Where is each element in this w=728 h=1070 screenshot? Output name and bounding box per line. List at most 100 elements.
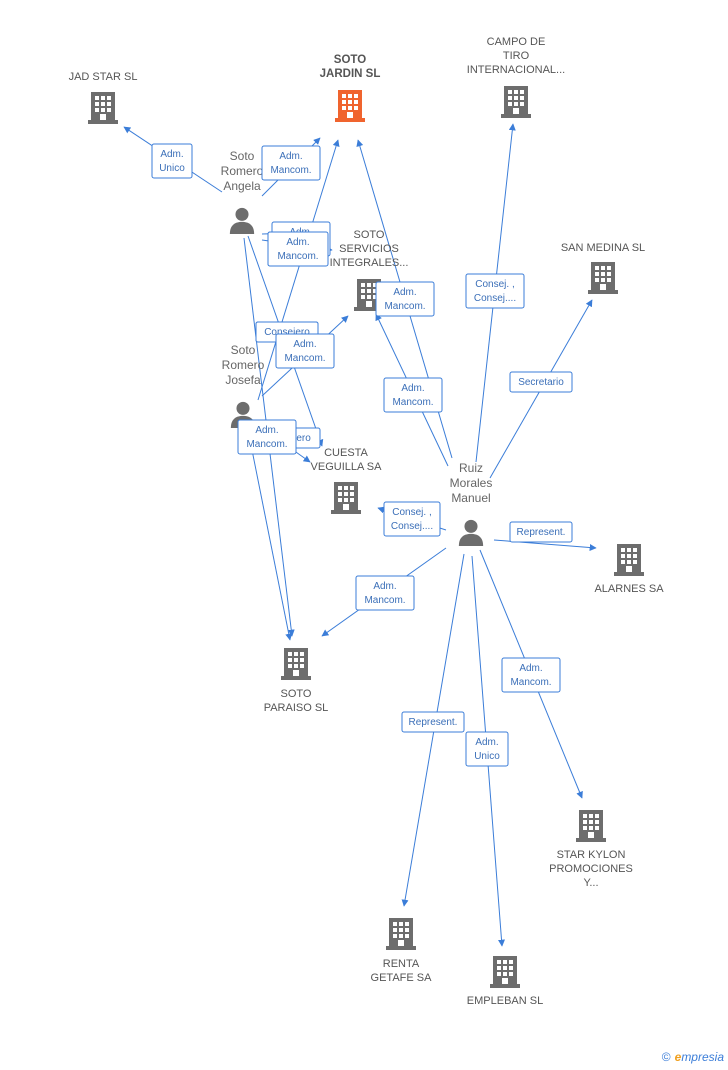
relation-label-text: Adm. [160, 149, 183, 160]
relation-label-text: Consej.... [474, 293, 516, 304]
brand-logo-text: mpresia [681, 1050, 724, 1064]
person-label-line: Manuel [451, 491, 490, 505]
company-label-line: GETAFE SA [371, 972, 433, 984]
relation-label-r16[interactable]: Represent. [509, 521, 573, 543]
company-label-line: JARDIN SL [320, 68, 381, 80]
relation-label-r18[interactable]: Adm. Mancom. [501, 657, 561, 693]
relation-label-r11[interactable]: Adm.Mancom. [375, 281, 435, 317]
company-node-cuesta-veguilla[interactable]: CUESTA VEGUILLA SA [311, 447, 383, 514]
building-icon [614, 544, 644, 576]
company-node-soto-jardin[interactable]: SOTO JARDIN SL [320, 54, 381, 122]
relation-label-text: Adm. [286, 237, 309, 248]
person-label-line: Soto [231, 343, 256, 357]
company-node-jad-star[interactable]: JAD STAR SL [69, 71, 138, 124]
relation-label-text: Consej. , [392, 507, 431, 518]
company-label-line: Y... [583, 877, 598, 889]
relation-label-text: Mancom. [270, 165, 311, 176]
relation-label-text: Adm. [293, 339, 316, 350]
person-label-line: Josefa [225, 373, 261, 387]
relation-label-r9[interactable]: Adm. Mancom. [237, 419, 297, 455]
company-label-line: VEGUILLA SA [311, 461, 383, 473]
relation-label-text: Adm. [519, 663, 542, 674]
building-icon [331, 482, 361, 514]
relation-label-text: Adm. [401, 383, 424, 394]
relation-label-text: Consej.... [391, 521, 433, 532]
company-label-line: SOTO [281, 688, 312, 700]
person-label-line: Morales [450, 476, 493, 490]
relation-label-r1[interactable]: Adm. Unico [151, 143, 193, 179]
relation-label-text: Mancom. [284, 353, 325, 364]
brand-logo-e: e [674, 1050, 682, 1064]
relation-label-r14[interactable]: Secretario [509, 371, 573, 393]
relation-label-text: Represent. [409, 717, 458, 728]
relation-label-r17[interactable]: Adm.Mancom. [355, 575, 415, 611]
relation-labels-layer: Adm.UnicoAdm.Mancom.Adm.Mancom.Consejero… [151, 143, 573, 767]
company-label-line: CUESTA [324, 447, 368, 459]
company-label-line: PARAISO SL [264, 702, 329, 714]
relation-label-text: Mancom. [510, 677, 551, 688]
company-label-line: STAR KYLON [557, 849, 626, 861]
relation-label-text: Mancom. [384, 301, 425, 312]
relation-label-text: Adm. [475, 737, 498, 748]
company-label-line: TIRO [503, 50, 530, 62]
company-node-alarnes[interactable]: ALARNES SA [594, 544, 664, 595]
building-icon [490, 956, 520, 988]
relation-label-text: Mancom. [392, 397, 433, 408]
relation-label-text: Unico [474, 751, 500, 762]
company-label-line: CAMPO DE [487, 36, 546, 48]
relation-label-text: Adm. [279, 151, 302, 162]
person-label-line: Soto [230, 149, 255, 163]
building-icon [386, 918, 416, 950]
person-icon [229, 207, 255, 234]
company-node-empleban[interactable]: EMPLEBAN SL [467, 956, 543, 1007]
relation-label-box [465, 731, 509, 767]
edge-soto_josefa-to-soto_jardin [257, 139, 340, 401]
relation-label-text: Secretario [518, 377, 564, 388]
relation-label-r19[interactable]: Represent. [401, 711, 465, 733]
building-icon [335, 90, 365, 122]
relation-label-box [465, 273, 525, 309]
company-node-soto-paraiso[interactable]: SOTO PARAISO SL [264, 648, 329, 714]
relation-label-box [375, 281, 435, 317]
company-label-line: SERVICIOS [339, 243, 399, 255]
relation-label-r15[interactable]: Consej. , Consej.... [383, 501, 441, 537]
company-label-line: SOTO [334, 54, 366, 66]
person-label-line: Romero [222, 358, 265, 372]
building-icon [88, 92, 118, 124]
relation-label-text: Consejero [264, 327, 310, 338]
relation-label-text: Unico [159, 163, 185, 174]
relation-label-r12[interactable]: Adm. Mancom. [383, 377, 443, 413]
company-node-san-medina[interactable]: SAN MEDINA SL [561, 242, 645, 294]
relation-label-box [275, 333, 335, 369]
company-label-line: ALARNES SA [594, 583, 664, 595]
company-label-line: INTEGRALES... [330, 257, 409, 269]
relation-label-r10[interactable]: Adm. Mancom. [267, 231, 329, 267]
relation-label-r13[interactable]: Consej. ,Consej.... [465, 273, 525, 309]
relation-label-text: Mancom. [277, 251, 318, 262]
relation-label-box [401, 711, 465, 733]
relation-label-r7[interactable]: Adm. Mancom. [275, 333, 335, 369]
relation-label-box [267, 231, 329, 267]
relation-label-r2[interactable]: Adm. Mancom. [261, 145, 321, 181]
company-node-star-kylon[interactable]: STAR KYLONPROMOCIONESY... [549, 810, 633, 889]
relation-label-text: Adm. [373, 581, 396, 592]
relation-label-r20[interactable]: Adm. Unico [465, 731, 509, 767]
relation-label-box [383, 377, 443, 413]
company-node-campo-tiro[interactable]: CAMPO DETIROINTERNACIONAL... [467, 36, 565, 118]
relation-label-box [355, 575, 415, 611]
company-node-soto-servicios[interactable]: SOTOSERVICIOSINTEGRALES... [330, 229, 409, 311]
relation-label-text: Mancom. [246, 439, 287, 450]
person-label-line: Romero [221, 164, 264, 178]
person-label-line: Ruiz [459, 461, 483, 475]
relation-label-text: Represent. [517, 527, 566, 538]
company-label-line: EMPLEBAN SL [467, 995, 543, 1007]
building-icon [281, 648, 311, 680]
relation-label-box [261, 145, 321, 181]
relation-label-text: Adm. [255, 425, 278, 436]
edge-soto_josefa-to-soto_paraiso [247, 429, 293, 641]
